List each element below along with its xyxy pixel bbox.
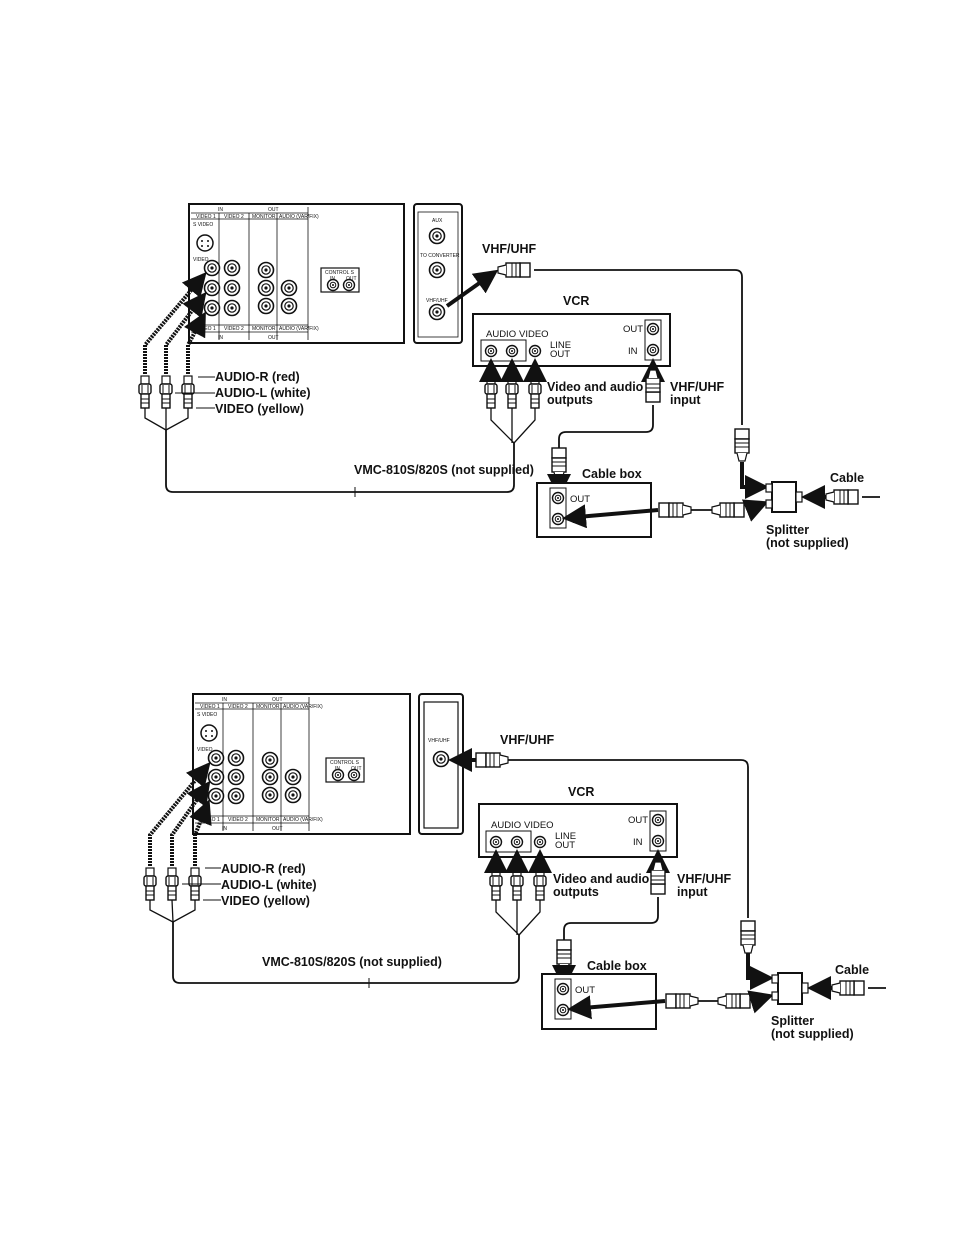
to-converter-label: TO CONVERTER bbox=[420, 253, 460, 259]
control-s-out-label: OUT bbox=[351, 766, 362, 772]
bottom-monitor-label: MONITOR bbox=[256, 817, 280, 823]
video-audio-outputs-label: Video and audio bbox=[553, 872, 650, 886]
monitor-label: MONITOR bbox=[256, 704, 280, 710]
antenna-panel: AUX TO CONVERTER VHF/UHF bbox=[413, 203, 463, 344]
av-cable bbox=[138, 271, 547, 497]
cable-box-connection: OUT IN bbox=[536, 358, 769, 538]
vhf-uhf-input-label: VHF/UHF bbox=[670, 380, 725, 394]
bottom-audio-label: AUDIO (VAR/FIX) bbox=[283, 817, 323, 823]
video-yellow-label: VIDEO (yellow) bbox=[215, 402, 304, 416]
vcr-line-label: LINE bbox=[555, 831, 576, 842]
in-label: IN bbox=[222, 697, 227, 703]
control-s-label: CONTROL S bbox=[325, 270, 355, 276]
audio-label: AUDIO (VAR/FIX) bbox=[279, 214, 319, 220]
video-audio-outputs-label: Video and audio bbox=[547, 380, 644, 394]
video-audio-outputs-label-2: outputs bbox=[547, 393, 593, 407]
splitter-label: Splitter bbox=[766, 523, 809, 537]
monitor-label: MONITOR bbox=[252, 214, 276, 220]
control-s-out-label: OUT bbox=[346, 276, 357, 282]
antenna-panel: VHF/UHF bbox=[418, 693, 464, 835]
vhf-uhf-label: VHF/UHF bbox=[500, 733, 555, 747]
in-label: IN bbox=[218, 207, 223, 213]
svideo-jack bbox=[196, 234, 214, 252]
bottom-in-label: IN bbox=[218, 335, 223, 341]
bottom-audio-label: AUDIO (VAR/FIX) bbox=[279, 326, 319, 332]
svideo-label: S VIDEO bbox=[197, 712, 217, 718]
splitter-label: Splitter bbox=[771, 1014, 814, 1028]
svideo-label: S VIDEO bbox=[193, 222, 213, 228]
vmc-cable-label: VMC-810S/820S (not supplied) bbox=[354, 463, 534, 477]
video1-label: VIDEO 1 bbox=[196, 214, 216, 220]
video-yellow-label: VIDEO (yellow) bbox=[221, 894, 310, 908]
control-s-label: CONTROL S bbox=[330, 760, 360, 766]
bottom-in-label: IN bbox=[222, 826, 227, 832]
vmc-cable-label: VMC-810S/820S (not supplied) bbox=[262, 955, 442, 969]
out-label: OUT bbox=[268, 207, 279, 213]
vhf-uhf-cable bbox=[445, 262, 769, 499]
vcr-audio-label: AUDIO bbox=[486, 329, 516, 340]
vhf-uhf-input-label-2: input bbox=[670, 393, 701, 407]
audio-r-label: AUDIO-R (red) bbox=[221, 862, 306, 876]
audio-l-label: AUDIO-L (white) bbox=[221, 878, 317, 892]
vhf-uhf-label: VHF/UHF bbox=[482, 242, 537, 256]
splitter-label-2: (not supplied) bbox=[771, 1027, 854, 1041]
cable-box-out-label: OUT bbox=[570, 494, 590, 505]
cable-label: Cable bbox=[835, 963, 869, 977]
tv-rear-panel: IN OUT VIDEO 1 VIDEO 2 MONITOR AUDIO (VA… bbox=[188, 203, 405, 344]
vhf-uhf-cable bbox=[448, 748, 774, 990]
vcr-in-label: IN bbox=[633, 837, 643, 848]
splitter bbox=[771, 972, 886, 1005]
aux-label: AUX bbox=[432, 218, 443, 224]
video-audio-outputs-label-2: outputs bbox=[553, 885, 599, 899]
vcr-line-out-label: OUT bbox=[550, 349, 570, 360]
bottom-video2-label: VIDEO 2 bbox=[228, 817, 248, 823]
av-cable bbox=[143, 761, 552, 988]
diagram-2: IN OUT VIDEO 1 VIDEO 2 MONITOR AUDIO (VA… bbox=[143, 693, 886, 1041]
cable-label: Cable bbox=[830, 471, 864, 485]
bottom-monitor-label: MONITOR bbox=[252, 326, 276, 332]
vcr-line-out-label: OUT bbox=[555, 840, 575, 851]
diagram-1: IN OUT VIDEO 1 VIDEO 2 MONITOR AUDIO (VA… bbox=[138, 203, 880, 550]
svideo-jack bbox=[200, 724, 218, 742]
bottom-video1-label: VIDEO 1 bbox=[196, 326, 216, 332]
video2-label: VIDEO 2 bbox=[228, 704, 248, 710]
vcr-video-label: VIDEO bbox=[519, 329, 549, 340]
tv-rear-panel: IN OUT VIDEO 1 VIDEO 2 MONITOR AUDIO (VA… bbox=[192, 693, 411, 835]
video-label: VIDEO bbox=[193, 257, 209, 263]
video-label: VIDEO bbox=[197, 747, 213, 753]
vcr-out-label: OUT bbox=[623, 324, 643, 335]
antenna-vhf-label: VHF/UHF bbox=[428, 738, 450, 744]
vcr-in-label: IN bbox=[628, 346, 638, 357]
bottom-out-label: OUT bbox=[268, 335, 279, 341]
vhf-uhf-input-label-2: input bbox=[677, 885, 708, 899]
cable-box-label: Cable box bbox=[582, 467, 642, 481]
antenna-vhf-label: VHF/UHF bbox=[426, 298, 448, 304]
vcr-video-label: VIDEO bbox=[524, 820, 554, 831]
splitter-label-2: (not supplied) bbox=[766, 536, 849, 550]
cable-box-out-label: OUT bbox=[575, 985, 595, 996]
vcr-line-label: LINE bbox=[550, 340, 571, 351]
audio-r-label: AUDIO-R (red) bbox=[215, 370, 300, 384]
out-label: OUT bbox=[272, 697, 283, 703]
bottom-out-label: OUT bbox=[272, 826, 283, 832]
splitter bbox=[765, 481, 880, 513]
video2-label: VIDEO 2 bbox=[224, 214, 244, 220]
vcr-title: VCR bbox=[563, 294, 589, 308]
vcr-out-label: OUT bbox=[628, 815, 648, 826]
vcr-audio-label: AUDIO bbox=[491, 820, 521, 831]
audio-label: AUDIO (VAR/FIX) bbox=[283, 704, 323, 710]
cable-box-connection: OUT IN bbox=[541, 849, 774, 1030]
cable-box-label: Cable box bbox=[587, 959, 647, 973]
video1-label: VIDEO 1 bbox=[200, 704, 220, 710]
vcr: VCR AUDIO VIDEO LINE OUT OUT IN bbox=[478, 785, 678, 858]
bottom-video2-label: VIDEO 2 bbox=[224, 326, 244, 332]
vhf-uhf-input-label: VHF/UHF bbox=[677, 872, 732, 886]
vcr: VCR AUDIO VIDEO LINE OUT OUT IN bbox=[472, 294, 671, 367]
vcr-title: VCR bbox=[568, 785, 594, 799]
audio-l-label: AUDIO-L (white) bbox=[215, 386, 311, 400]
